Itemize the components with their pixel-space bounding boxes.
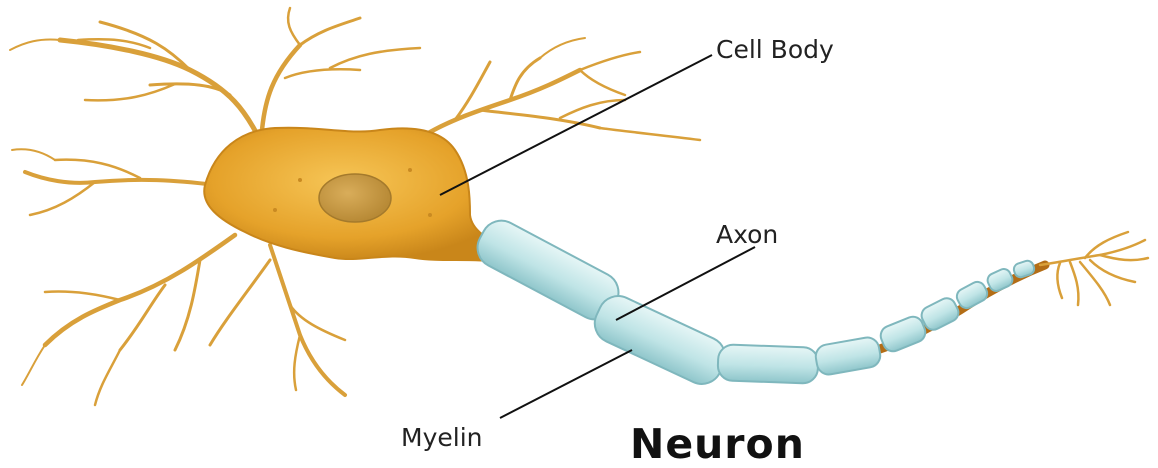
axon-terminals	[1040, 232, 1148, 305]
nucleus	[319, 174, 391, 222]
myelin-leader	[500, 350, 632, 418]
diagram-title: Neuron	[630, 424, 805, 465]
axon-leader	[616, 247, 755, 320]
cell-body-label: Cell Body	[716, 37, 834, 62]
axon-label: Axon	[716, 222, 778, 247]
myelin-label: Myelin	[401, 425, 482, 450]
cell-body	[204, 128, 510, 262]
